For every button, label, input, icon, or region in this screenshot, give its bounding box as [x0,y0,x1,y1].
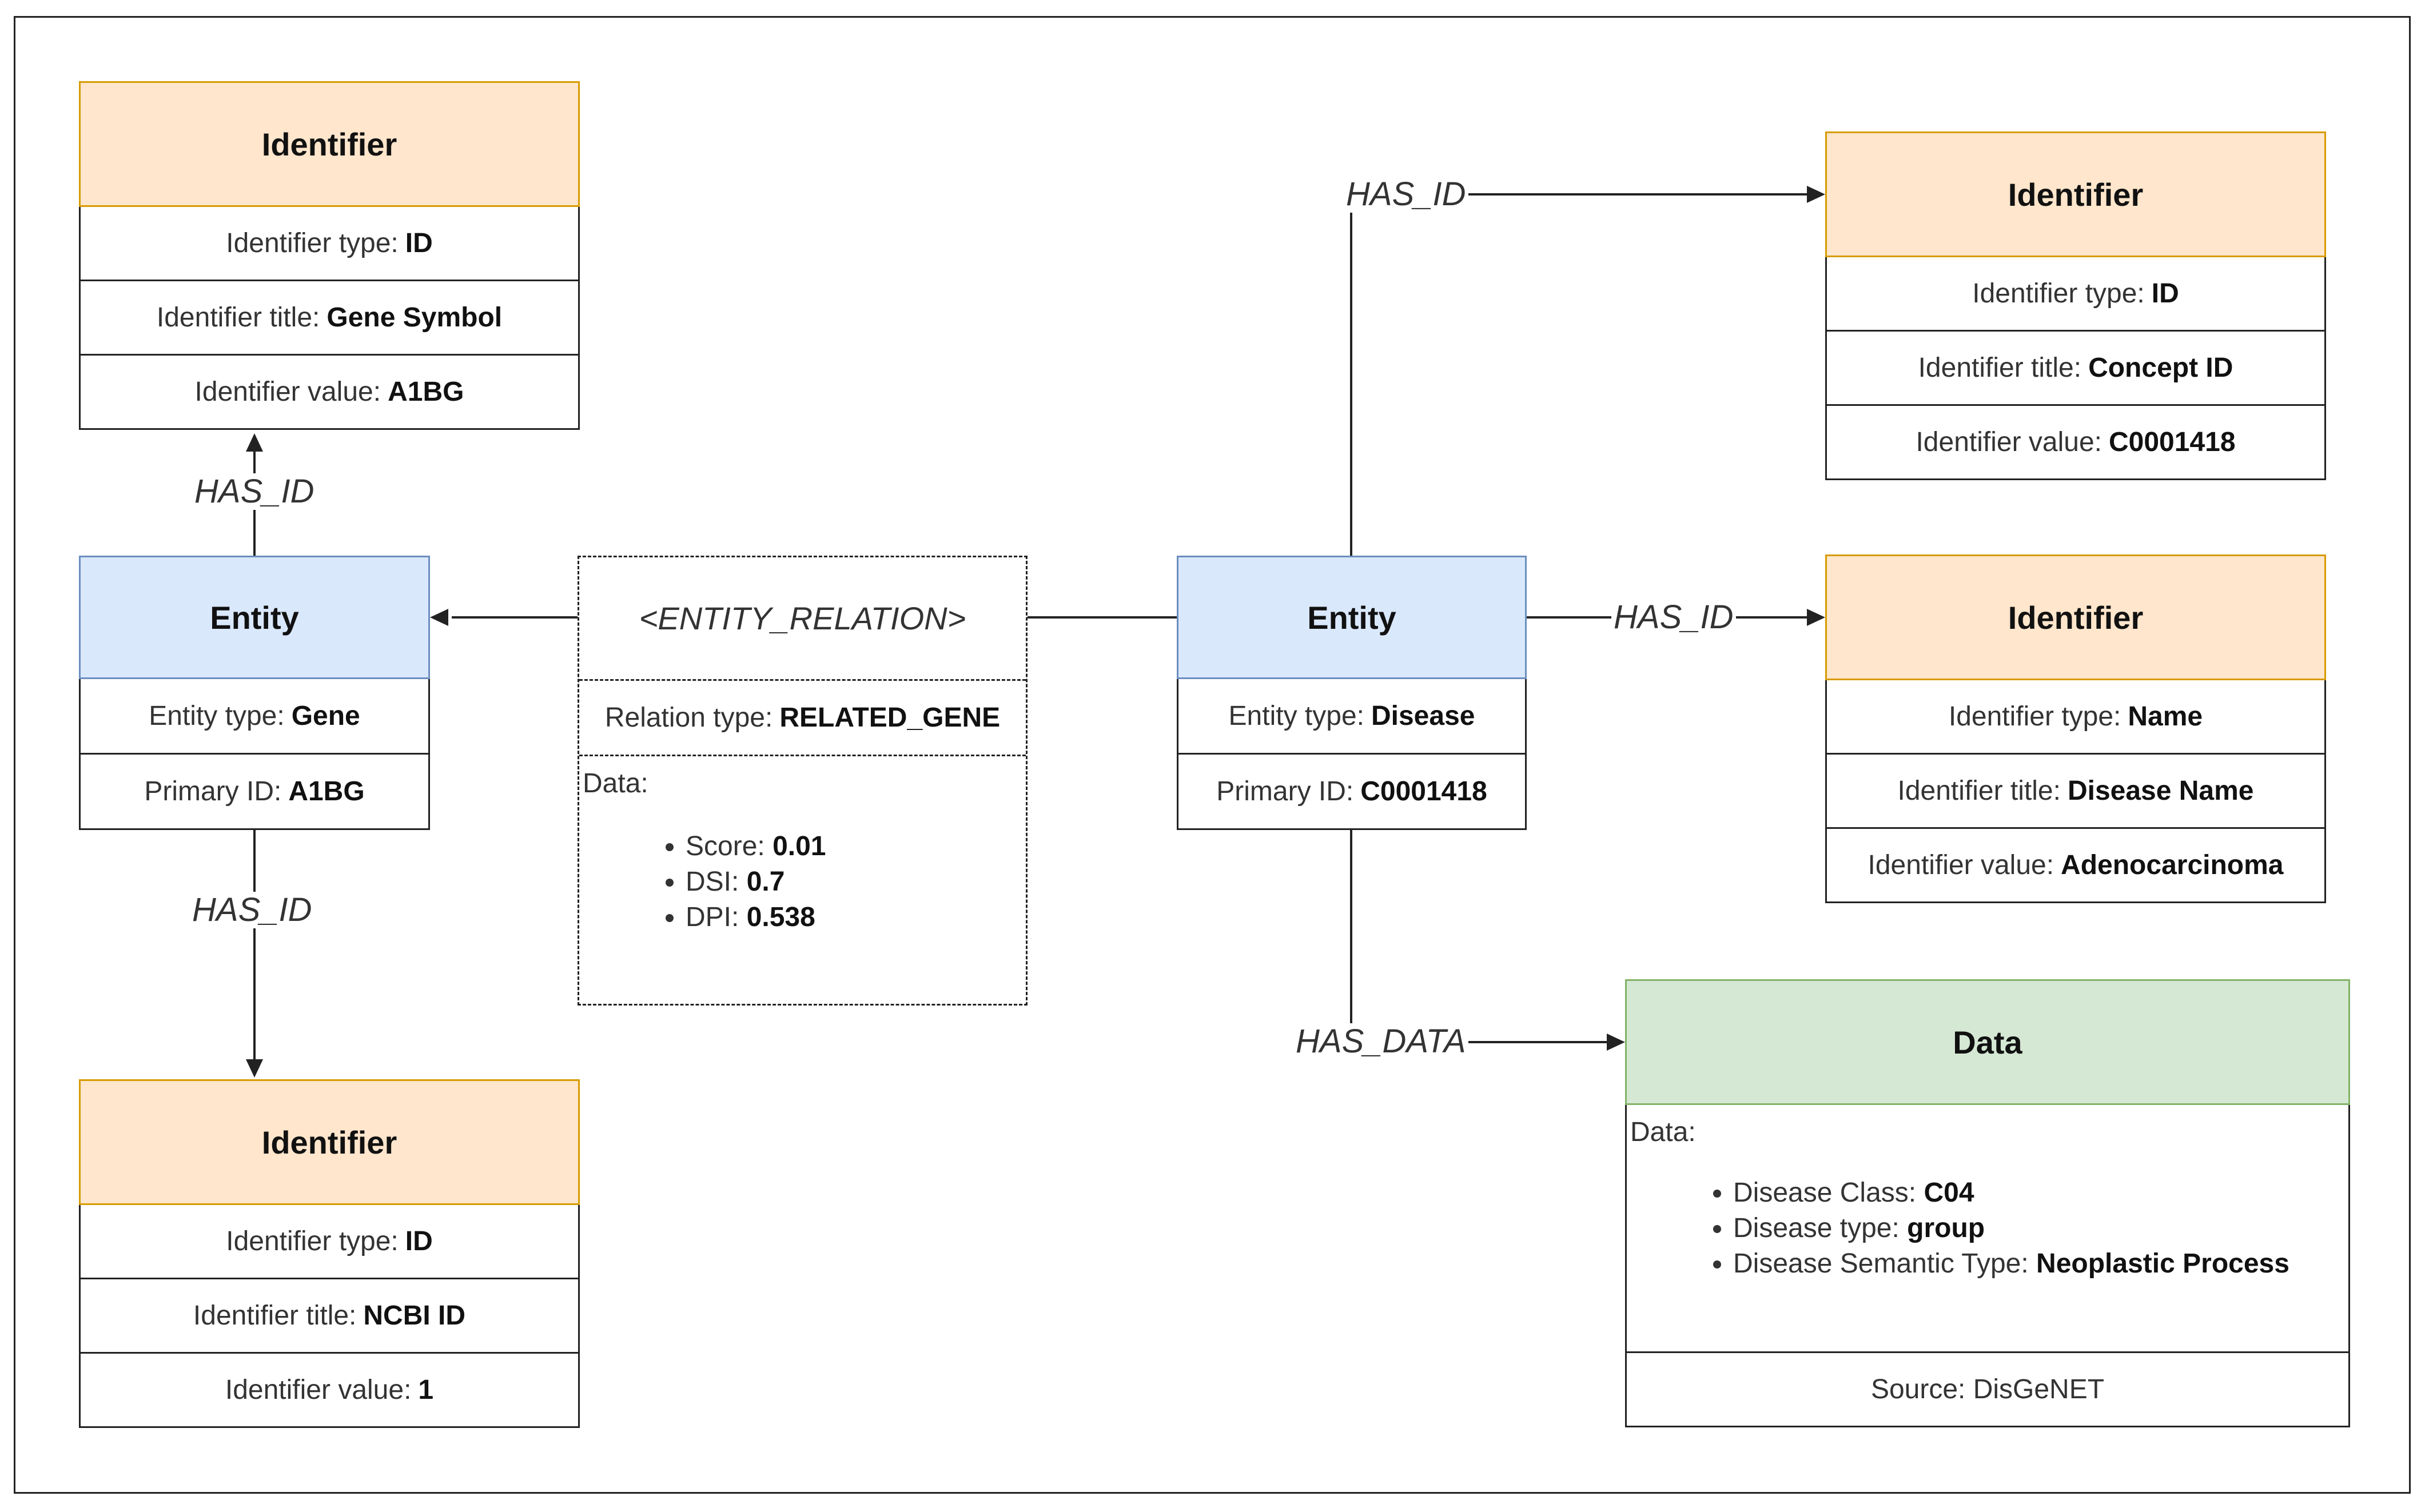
identifier-type-row: Identifier type:ID [1825,257,2326,332]
entity-relation-node[interactable]: <ENTITY_RELATION> Relation type:RELATED_… [578,556,1028,1006]
node-title: Entity [1177,556,1527,679]
list-item: Disease Semantic Type: Neoplastic Proces… [1733,1246,2348,1282]
disease-data-list: Disease Class: C04 Disease type: group D… [1630,1175,2348,1282]
relation-data-list: Score: 0.01 DSI: 0.7 DPI: 0.538 [583,829,1026,935]
concept-identifier-node[interactable]: Identifier Identifier type:ID Identifier… [1825,131,2326,480]
list-item: Disease Class: C04 [1733,1175,2348,1211]
identifier-title-row: Identifier title:Gene Symbol [79,281,580,356]
primary-id-row: Primary ID:A1BG [79,755,430,830]
relation-title: <ENTITY_RELATION> [579,557,1026,681]
entity-type-row: Entity type:Disease [1177,679,1527,755]
disease-entity-node[interactable]: Entity Entity type:Disease Primary ID:C0… [1177,556,1527,830]
identifier-title-row: Identifier title:Disease Name [1825,755,2326,829]
list-item: Disease type: group [1733,1211,2348,1246]
arrowhead-name [1807,609,1825,626]
identifier-type-row: Identifier type:Name [1825,680,2326,755]
edge-label-has-id-gene-symbol: HAS_ID [192,473,317,510]
data-label: Data: [583,768,648,799]
edge-label-has-id-ncbi: HAS_ID [190,892,314,928]
edge-label-has-id-concept: HAS_ID [1344,176,1468,213]
disease-data-node[interactable]: Data Data: Disease Class: C04 Disease ty… [1625,979,2350,1427]
arrowhead-gene-entity [430,609,448,626]
relation-type-row: Relation type:RELATED_GENE [579,681,1026,756]
node-title: Identifier [79,1079,580,1205]
identifier-value-row: Identifier value:1 [79,1354,580,1428]
source-row: Source: DisGeNET [1625,1353,2350,1427]
identifier-value-row: Identifier value:C0001418 [1825,406,2326,480]
list-item: Score: 0.01 [686,829,1026,864]
identifier-title-row: Identifier title:Concept ID [1825,332,2326,406]
identifier-type-row: Identifier type:ID [79,207,580,281]
relation-data-block: Data: Score: 0.01 DSI: 0.7 DPI: 0.538 [579,756,1026,935]
gene-entity-node[interactable]: Entity Entity type:Gene Primary ID:A1BG [79,556,430,830]
diagram-frame [14,16,2411,1494]
entity-type-row: Entity type:Gene [79,679,430,755]
ncbi-identifier-node[interactable]: Identifier Identifier type:ID Identifier… [79,1079,580,1428]
identifier-title-row: Identifier title:NCBI ID [79,1279,580,1354]
node-title: Identifier [79,81,580,207]
identifier-value-row: Identifier value:A1BG [79,356,580,430]
disease-data-block: Data: Disease Class: C04 Disease type: g… [1625,1105,2350,1353]
gene-symbol-identifier-node[interactable]: Identifier Identifier type:ID Identifier… [79,81,580,430]
arrowhead-gene-symbol [246,433,263,452]
name-identifier-node[interactable]: Identifier Identifier type:Name Identifi… [1825,554,2326,903]
arrowhead-data [1607,1034,1625,1051]
data-label: Data: [1630,1117,1696,1147]
primary-id-row: Primary ID:C0001418 [1177,755,1527,830]
node-title: Entity [79,556,430,679]
arrowhead-concept [1807,186,1825,203]
node-title: Identifier [1825,554,2326,680]
list-item: DPI: 0.538 [686,900,1026,935]
list-item: DSI: 0.7 [686,864,1026,900]
node-title: Data [1625,979,2350,1105]
edge-label-has-id-name: HAS_ID [1611,599,1736,636]
edge-has-id-concept [1350,193,1807,556]
identifier-value-row: Identifier value:Adenocarcinoma [1825,829,2326,903]
edge-has-data [1350,830,1607,1043]
identifier-type-row: Identifier type:ID [79,1205,580,1279]
node-title: Identifier [1825,131,2326,257]
edge-label-has-data: HAS_DATA [1293,1023,1468,1060]
arrowhead-ncbi [246,1059,263,1078]
